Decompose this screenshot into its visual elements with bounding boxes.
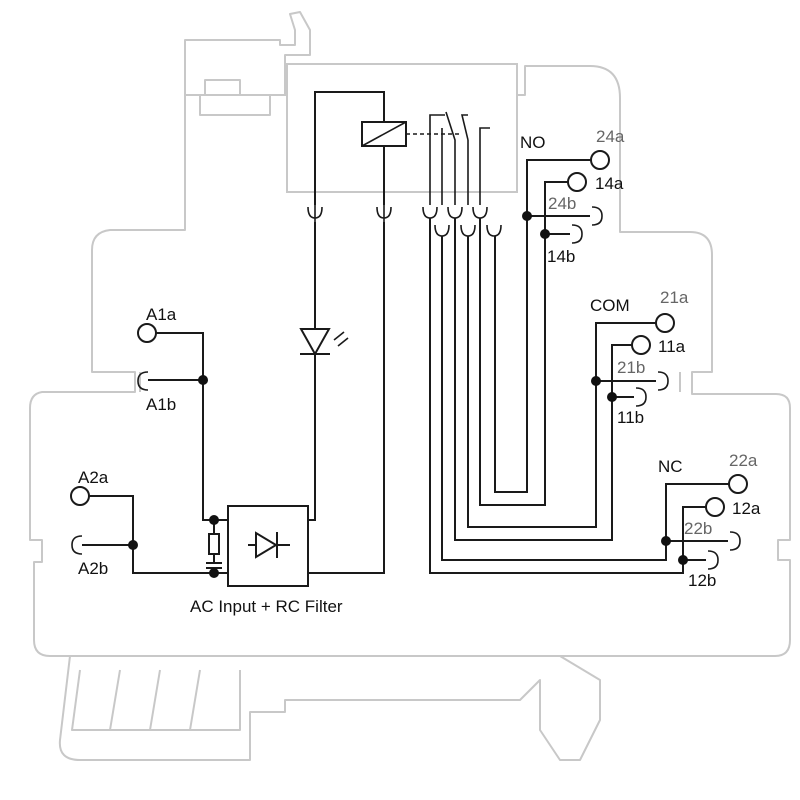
- wire-led: [308, 222, 316, 521]
- contact-3: [460, 114, 469, 141]
- label-COM: COM: [590, 296, 630, 315]
- pin-fork: [376, 205, 392, 222]
- junction-22b: [661, 536, 671, 546]
- output-terminals: [567, 150, 748, 570]
- rectifier-block: [227, 505, 309, 587]
- terminal-A1b: [137, 371, 149, 391]
- wire-COM-21: [467, 236, 656, 528]
- terminal-A1a: [137, 323, 157, 343]
- terminal-11b: [635, 387, 647, 407]
- wire-NO-14: [479, 181, 568, 506]
- pin-fork: [460, 224, 476, 237]
- contact-1: [429, 114, 445, 205]
- junction-11b: [607, 392, 617, 402]
- label-21b: 21b: [617, 358, 645, 377]
- led-indicator: [299, 222, 385, 574]
- wire-COM-11: [454, 218, 632, 541]
- label-NO: NO: [520, 133, 546, 152]
- wire-NO-24: [494, 159, 591, 493]
- label-12a: 12a: [732, 499, 761, 518]
- terminal-12a: [705, 497, 725, 517]
- terminal-14b: [571, 224, 583, 244]
- contact-4: [479, 127, 490, 205]
- junction-12b: [678, 555, 688, 565]
- wire-NC-22: [441, 236, 729, 561]
- coil-diagonal: [361, 121, 407, 147]
- wire-A1: [156, 332, 228, 521]
- terminal-11a: [631, 335, 651, 355]
- terminal-A2a: [70, 486, 90, 506]
- din-rail-foot-inner: [71, 669, 241, 731]
- junction-rc-top: [209, 515, 219, 525]
- rectifier-diode-icon: [255, 531, 278, 559]
- terminal-A2b: [71, 535, 83, 555]
- label-22a: 22a: [729, 451, 758, 470]
- pin-fork: [486, 224, 502, 237]
- terminal-21b: [657, 371, 669, 391]
- label-A2a: A2a: [78, 468, 109, 487]
- junction-rc-bottom: [209, 568, 219, 578]
- terminal-12b: [707, 550, 719, 570]
- caption-ac-input-rc-filter: AC Input + RC Filter: [190, 597, 343, 616]
- junction-21b: [591, 376, 601, 386]
- label-NC: NC: [658, 457, 683, 476]
- label-11a: 11a: [658, 337, 686, 356]
- label-14a: 14a: [595, 174, 624, 193]
- junction-24b: [522, 211, 532, 221]
- contact-wiring: [429, 159, 729, 574]
- label-11b: 11b: [617, 408, 644, 427]
- relay-internal: [314, 91, 490, 205]
- label-22b: 22b: [684, 519, 712, 538]
- led-diode-icon: [299, 328, 331, 357]
- housing-inner-line: [199, 95, 271, 116]
- pin-fork: [307, 205, 323, 222]
- label-A1a: A1a: [146, 305, 177, 324]
- label-A1b: A1b: [146, 395, 176, 414]
- junction-14b: [540, 229, 550, 239]
- terminal-24a: [590, 150, 610, 170]
- label-12b: 12b: [688, 571, 716, 590]
- pin-fork: [422, 206, 438, 219]
- din-rail-foot-outline: [58, 655, 601, 761]
- terminal-24b: [591, 206, 603, 226]
- coil-wire-left: [314, 91, 385, 205]
- label-14b: 14b: [547, 247, 575, 266]
- label-21a: 21a: [660, 288, 689, 307]
- label-24b: 24b: [548, 194, 576, 213]
- wire-return: [308, 222, 385, 574]
- label-A2b: A2b: [78, 559, 108, 578]
- diagram-labels: A1a A1b A2a A2b NO 24a 14a 24b 14b COM 2…: [78, 127, 761, 616]
- junction-A1: [198, 375, 208, 385]
- resistor: [208, 533, 220, 555]
- input-terminals: [70, 323, 228, 574]
- wire-A2: [89, 495, 228, 574]
- module-body-outline: [29, 65, 791, 657]
- pin-fork: [472, 206, 488, 219]
- terminal-21a: [655, 313, 675, 333]
- plug-in-pins: [307, 205, 502, 237]
- terminal-14a: [567, 172, 587, 192]
- terminal-22a: [728, 474, 748, 494]
- label-24a: 24a: [596, 127, 625, 146]
- contact-link: [441, 128, 469, 205]
- wire-NC-12: [429, 218, 706, 574]
- pin-fork: [434, 224, 450, 237]
- rc-filter: [206, 515, 222, 578]
- contact-2-blade: [445, 111, 456, 205]
- led-light-ray: [337, 337, 349, 347]
- relay-housing-outline: [29, 11, 791, 761]
- top-clip-outline: [184, 11, 311, 96]
- pin-fork: [447, 206, 463, 219]
- terminal-22b: [729, 531, 741, 551]
- led-light-ray: [333, 331, 345, 341]
- junction-A2: [128, 540, 138, 550]
